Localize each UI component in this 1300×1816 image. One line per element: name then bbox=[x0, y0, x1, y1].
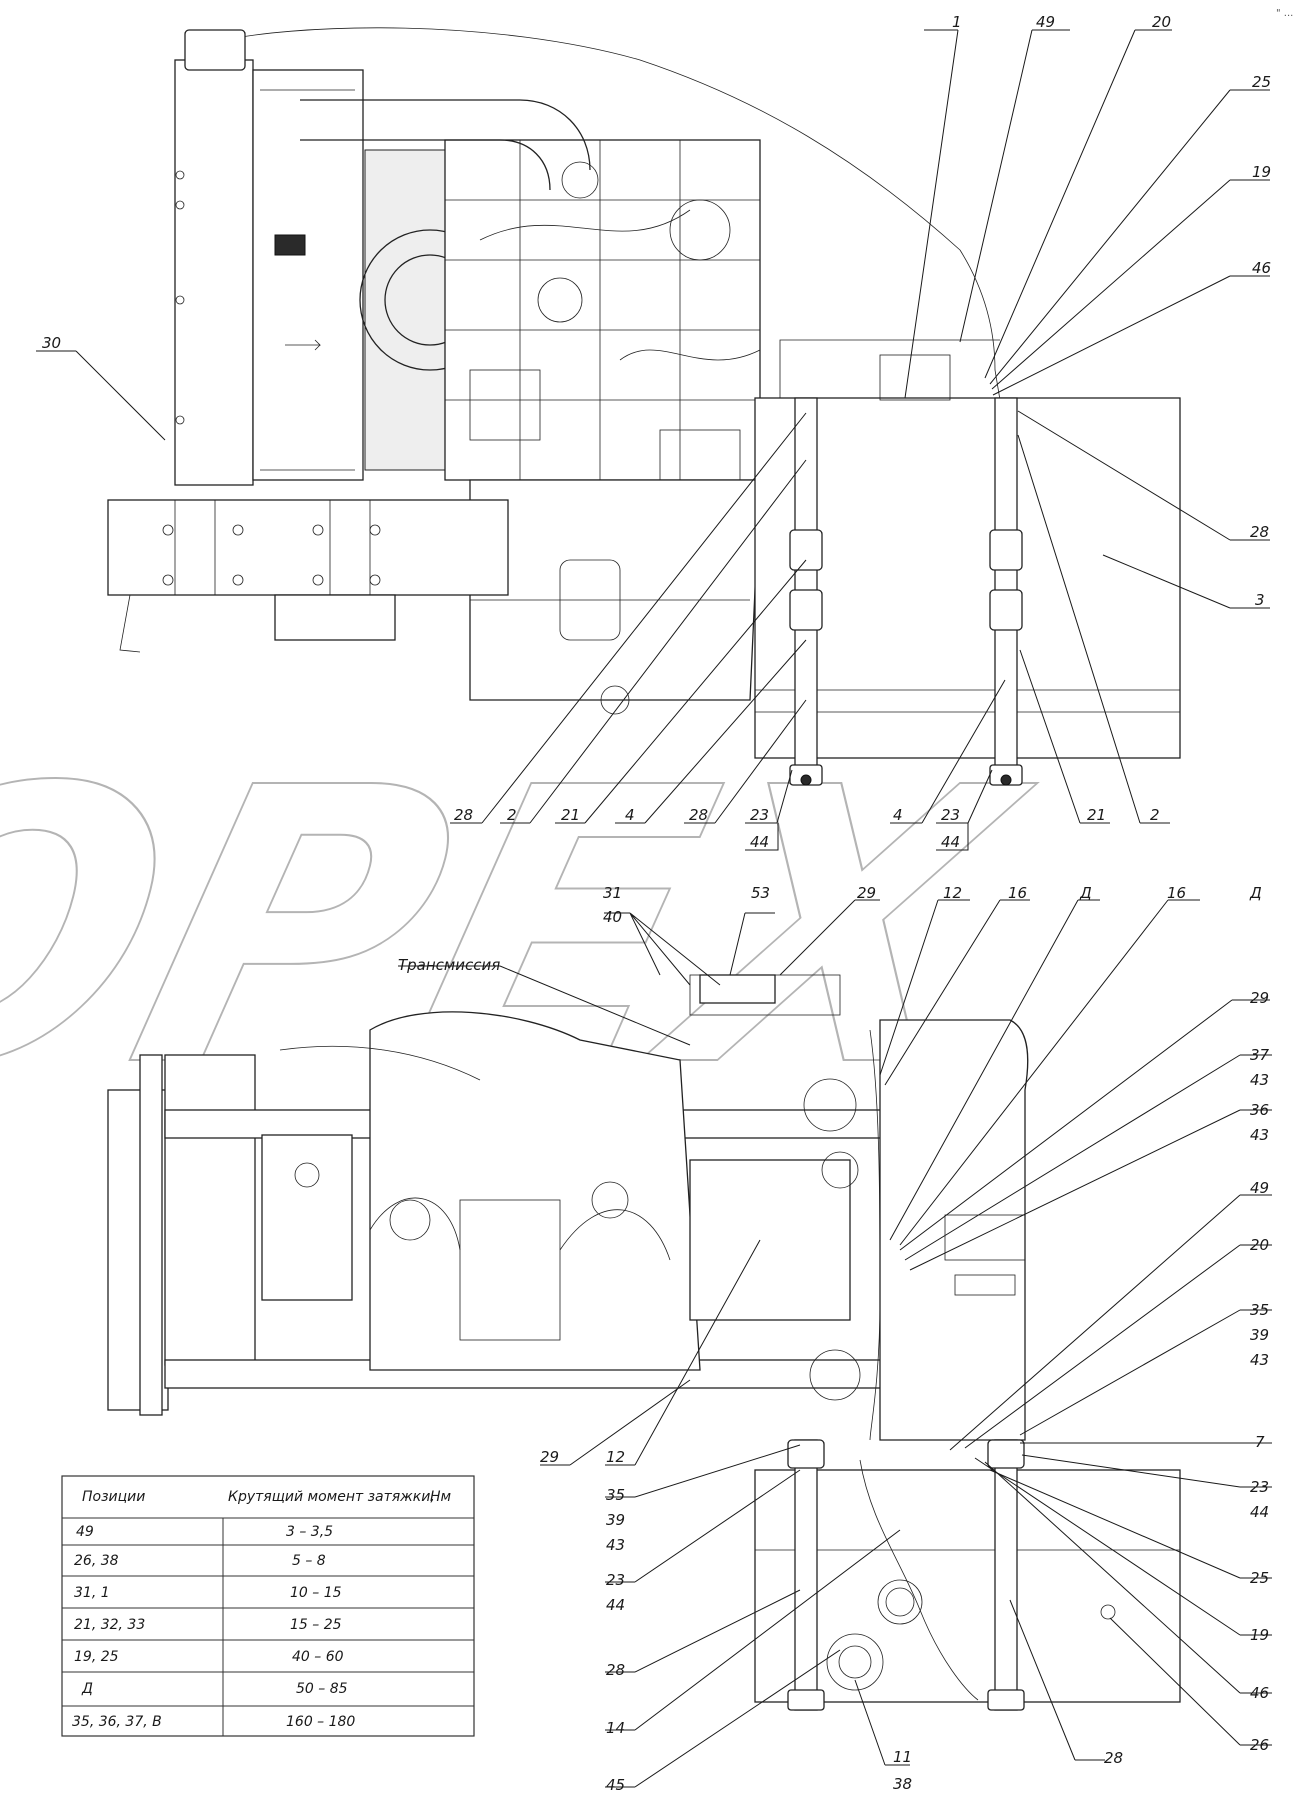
engine-side-view bbox=[107, 27, 1181, 786]
table-row-torque: 15 – 25 bbox=[290, 1617, 342, 1633]
callout-43: 43 bbox=[1250, 1126, 1269, 1144]
callout-39: 39 bbox=[1250, 1326, 1269, 1344]
chassis-top-view bbox=[107, 974, 1181, 1711]
callout-21: 21 bbox=[1087, 806, 1106, 824]
radiator bbox=[174, 59, 254, 486]
callout-35: 35 bbox=[606, 1486, 625, 1504]
callout-44: 44 bbox=[1250, 1503, 1269, 1521]
callout-37: 37 bbox=[1250, 1046, 1270, 1064]
table-row-positions: 31, 1 bbox=[74, 1585, 110, 1601]
table-row-torque: 10 – 15 bbox=[290, 1585, 342, 1601]
callout-40: 40 bbox=[603, 908, 622, 926]
callout-1: 1 bbox=[952, 13, 962, 31]
table-row-torque: 160 – 180 bbox=[286, 1714, 355, 1730]
callout-49: 49 bbox=[1036, 13, 1055, 31]
callout-46: 46 bbox=[1252, 259, 1271, 277]
table-header-unit: Нм bbox=[430, 1489, 452, 1505]
table-row-torque: 3 – 3,5 bbox=[286, 1524, 333, 1540]
callout-44: 44 bbox=[750, 833, 769, 851]
callout-19: 19 bbox=[1250, 1626, 1269, 1644]
callout-12: 12 bbox=[943, 884, 962, 902]
callout-23: 23 bbox=[941, 806, 960, 824]
callout-23: 23 bbox=[1250, 1478, 1269, 1496]
table-row-positions: 49 bbox=[76, 1524, 94, 1540]
callout-25: 25 bbox=[1252, 73, 1271, 91]
callout-7: 7 bbox=[1255, 1433, 1265, 1451]
table-header-torque: Крутящий момент затяжки, bbox=[228, 1489, 435, 1505]
callout-3: 3 bbox=[1255, 591, 1265, 609]
callout-14: 14 bbox=[606, 1719, 625, 1737]
callout-43: 43 bbox=[1250, 1351, 1269, 1369]
torque-table: Позиции Крутящий момент затяжки, Нм 49 3… bbox=[61, 1475, 475, 1737]
callout-29: 29 bbox=[857, 884, 876, 902]
callout-12: 12 bbox=[606, 1448, 625, 1466]
callout-28: 28 bbox=[606, 1661, 625, 1679]
callout-25: 25 bbox=[1250, 1569, 1269, 1587]
table-row-positions: 35, 36, 37, В bbox=[72, 1714, 162, 1730]
fuel-tank-side bbox=[754, 397, 1181, 759]
callout-29: 29 bbox=[1250, 989, 1269, 1007]
callout-43: 43 bbox=[1250, 1071, 1269, 1089]
callout-16: 16 bbox=[1167, 884, 1186, 902]
callout-45: 45 bbox=[606, 1776, 625, 1794]
callout-53: 53 bbox=[751, 884, 770, 902]
table-row-positions: Д bbox=[81, 1681, 93, 1697]
table-row-positions: 19, 25 bbox=[74, 1649, 119, 1665]
callout-49: 49 bbox=[1250, 1179, 1269, 1197]
callout-23: 23 bbox=[606, 1571, 625, 1589]
callout-28: 28 bbox=[454, 806, 473, 824]
callout-28: 28 bbox=[1250, 523, 1269, 541]
callout-16: 16 bbox=[1008, 884, 1027, 902]
table-row-torque: 5 – 8 bbox=[292, 1553, 326, 1569]
leader-lines bbox=[36, 29, 1272, 1788]
callout-28: 28 bbox=[1104, 1749, 1123, 1767]
callout-39: 39 bbox=[606, 1511, 625, 1529]
callout-D: Д bbox=[1249, 884, 1262, 902]
callout-26: 26 bbox=[1250, 1736, 1269, 1754]
callout-44: 44 bbox=[941, 833, 960, 851]
callout-D: Д bbox=[1079, 884, 1092, 902]
section-label-transmission: Трансмиссия bbox=[398, 956, 500, 974]
callout-29: 29 bbox=[540, 1448, 559, 1466]
table-row-torque: 50 – 85 bbox=[296, 1681, 348, 1697]
callout-23: 23 bbox=[750, 806, 769, 824]
callout-30: 30 bbox=[42, 334, 61, 352]
table-row-positions: 26, 38 bbox=[74, 1553, 119, 1569]
callout-35: 35 bbox=[1250, 1301, 1269, 1319]
table-row-positions: 21, 32, 33 bbox=[74, 1617, 145, 1633]
callout-4: 4 bbox=[625, 806, 635, 824]
callout-44: 44 bbox=[606, 1596, 625, 1614]
callout-11: 11 bbox=[893, 1748, 912, 1766]
tank-strap-left bbox=[789, 397, 823, 786]
callout-20: 20 bbox=[1250, 1236, 1269, 1254]
table-header-positions: Позиции bbox=[82, 1489, 145, 1505]
callout-21: 21 bbox=[561, 806, 580, 824]
callout-36: 36 bbox=[1250, 1101, 1269, 1119]
tank-strap-right bbox=[989, 397, 1023, 786]
table-row-torque: 40 – 60 bbox=[292, 1649, 344, 1665]
corner-mark: " ... bbox=[1276, 8, 1293, 19]
callout-2: 2 bbox=[1150, 806, 1160, 824]
callout-19: 19 bbox=[1252, 163, 1271, 181]
callout-43: 43 bbox=[606, 1536, 625, 1554]
callout-2: 2 bbox=[507, 806, 517, 824]
callout-31: 31 bbox=[603, 884, 622, 902]
callout-46: 46 bbox=[1250, 1684, 1269, 1702]
fuel-tank-top bbox=[754, 1469, 1181, 1703]
callout-4: 4 bbox=[893, 806, 903, 824]
callout-20: 20 bbox=[1152, 13, 1171, 31]
frame-rail bbox=[107, 499, 509, 596]
callout-labels: 1 49 20 25 19 46 30 28 3 28 2 21 4 28 23… bbox=[42, 13, 1271, 1794]
callout-28: 28 bbox=[689, 806, 708, 824]
callout-38: 38 bbox=[893, 1775, 912, 1793]
